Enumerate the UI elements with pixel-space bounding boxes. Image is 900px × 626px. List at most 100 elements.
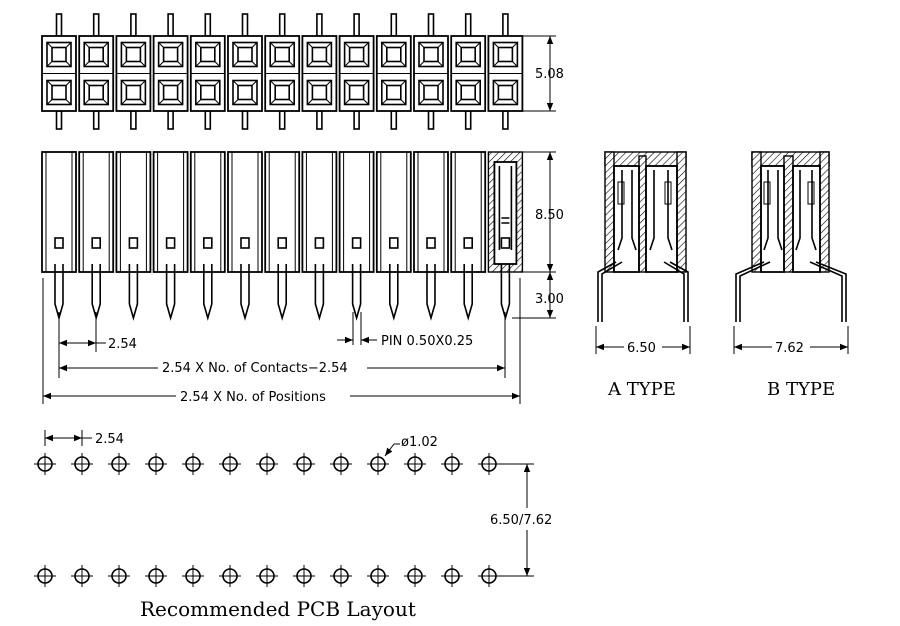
socket-outer [195,79,221,106]
dim-height-tail: 3.00 [535,292,564,307]
contact-window [240,237,250,249]
socket-outer [306,79,333,106]
socket-edges [418,80,444,105]
front-housing [301,151,338,273]
socket-edges [121,80,146,105]
top-pin [130,13,137,37]
socket-outer [232,41,258,68]
top-pin [55,13,63,37]
socket-edges [493,42,518,67]
top-pin [390,110,398,130]
socket-outer [83,79,109,106]
socket-inner [200,46,216,63]
top-pin [390,13,398,37]
socket-edges [46,80,72,105]
socket-inner [162,46,179,63]
front-tail-pin [389,264,399,321]
front-view [41,151,524,321]
front-tail-pin [463,264,473,321]
pcb-dimensions: 2.54 ø1.02 6.50/7.62 Recommended PCB Lay… [44,430,552,621]
socket-inner [460,84,477,101]
contact-window [277,237,288,249]
front-housing [375,151,412,273]
socket-edges [344,42,369,67]
top-pin [427,110,435,130]
front-tail-pin [240,264,250,321]
socket-outer [232,79,258,106]
socket-inner [274,84,291,101]
socket-outer [46,79,72,106]
top-pin [55,110,63,130]
socket-edges [195,80,221,105]
socket-inner [88,84,104,101]
dim-width-b: 7.62 [775,341,804,356]
front-tail-pin [165,264,176,321]
top-pin [167,13,174,37]
socket-inner [162,84,179,101]
contact-window [91,237,101,249]
contact-window [128,237,139,249]
pcb-layout [34,453,500,587]
contact-window [165,237,176,249]
dim-contacts-length: 2.54 X No. of Contacts−2.54 [162,361,348,376]
socket-edges [158,80,183,105]
dim-pitch: 2.54 [108,337,137,352]
socket-outer [157,79,184,106]
socket-outer [195,41,221,68]
front-tail-pin [314,264,325,321]
front-housing [413,151,449,273]
front-housing [227,151,263,273]
top-pin [502,13,509,37]
socket-inner [237,46,253,63]
top-pin [353,110,360,130]
socket-outer [343,41,370,68]
top-pin [92,110,100,130]
top-pin [464,110,472,130]
top-pin [353,13,360,37]
top-pin [316,110,323,130]
contact-window [54,237,64,249]
contact-window [426,237,436,249]
top-pin [278,13,286,37]
socket-edges [493,80,518,105]
front-tail-pin [203,264,213,321]
socket-outer [492,41,519,68]
front-housing [338,151,375,273]
socket-inner [385,84,402,101]
socket-edges [46,42,72,67]
top-pin [167,110,174,130]
socket-inner [423,84,439,101]
socket-edges [158,42,183,67]
front-housing [264,151,301,273]
socket-inner [460,46,477,63]
socket-edges [195,42,221,67]
dim-height-body: 8.50 [535,208,564,223]
contact-window [314,237,325,249]
contact-window [463,237,474,249]
socket-outer [343,79,370,106]
socket-edges [307,80,332,105]
front-tail-pin [351,264,362,321]
socket-inner [311,46,328,63]
dim-pcb-pitch: 2.54 [95,432,124,447]
socket-inner [274,46,291,63]
contact-window [388,237,399,249]
height-dimensions: 5.08 8.50 3.00 [512,35,564,319]
socket-edges [418,42,444,67]
front-housing [115,151,152,273]
dim-positions-length: 2.54 X No. of Positions [180,390,326,405]
socket-edges [232,42,258,67]
socket-inner [423,46,439,63]
front-housing [78,151,115,273]
socket-edges [381,80,407,105]
dim-height-top: 5.08 [535,67,564,82]
top-pin [130,110,137,130]
socket-inner [200,84,216,101]
socket-edges [83,42,109,67]
socket-outer [120,41,147,68]
contact-window [500,237,511,249]
front-housing [41,151,77,273]
socket-inner [311,84,328,101]
socket-edges [455,42,481,67]
